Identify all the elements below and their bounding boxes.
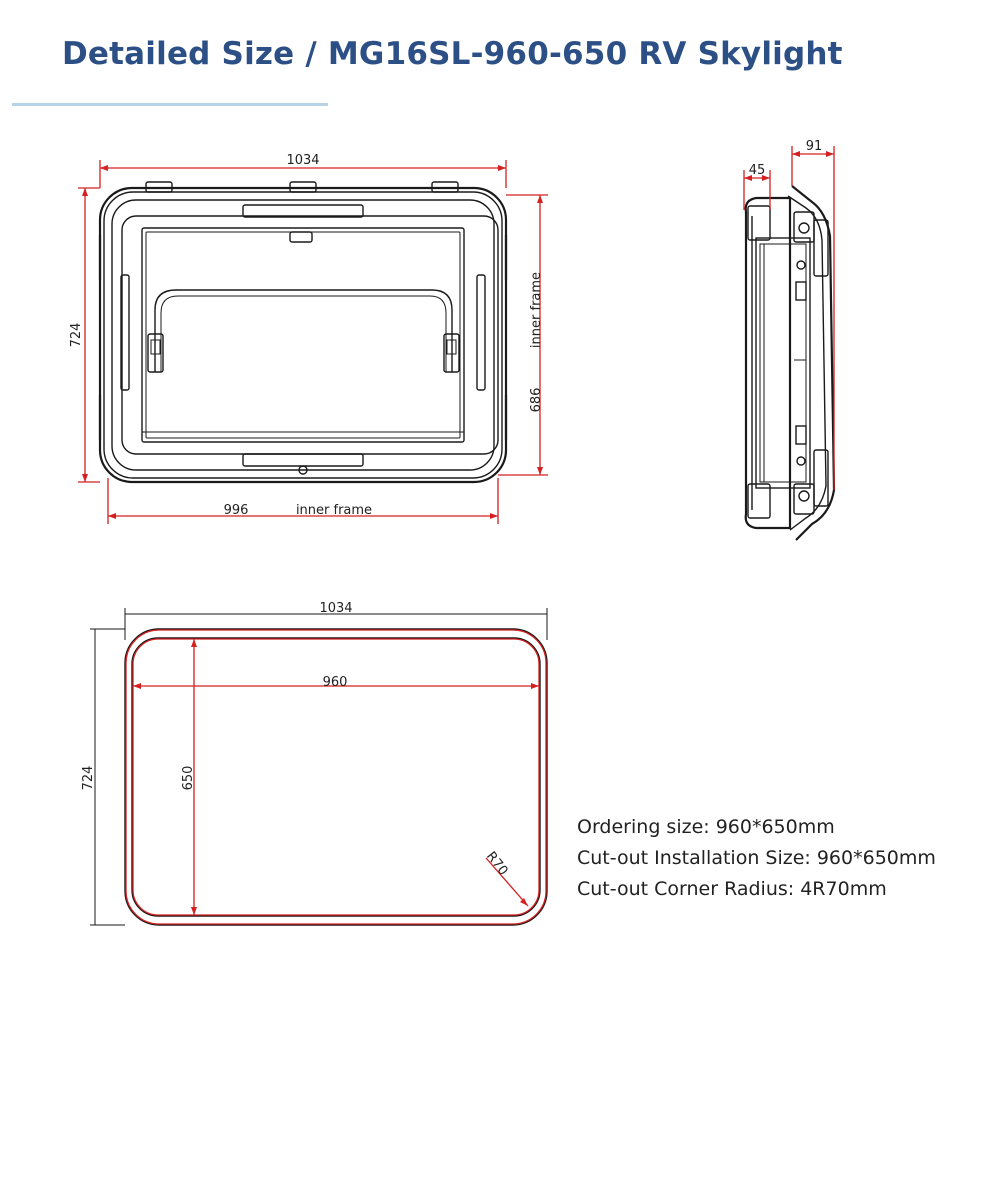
cutout-view-drawing: [124, 628, 548, 926]
title-underline: [12, 103, 328, 106]
cutout-view-dimensions: [90, 608, 548, 926]
inner-width-text: inner frame: [296, 503, 372, 518]
side-view-drawing: [744, 185, 836, 541]
corner-radius-text: Cut-out Corner Radius: 4R70mm: [577, 878, 887, 900]
installation-size-text: Cut-out Installation Size: 960*650mm: [577, 847, 936, 869]
side-view-dimensions: [743, 146, 835, 490]
cut-height-label: 650: [181, 766, 196, 791]
ordering-size-text: Ordering size: 960*650mm: [577, 816, 835, 838]
cutout-width-label: 1034: [319, 601, 352, 616]
cutout-height-label: 724: [81, 766, 96, 791]
cut-width-label: 960: [323, 675, 348, 690]
top-height-label: 724: [69, 323, 84, 348]
top-width-label: 1034: [286, 153, 319, 168]
spec-list: Ordering size: 960*650mm Cut-out Install…: [577, 812, 936, 905]
corner-radius-label: R70: [483, 849, 511, 878]
side-depth-total-label: 91: [806, 139, 823, 154]
inner-width-label: 996: [224, 503, 249, 518]
inner-height-text: inner frame: [529, 272, 544, 348]
top-view-dimensions: [78, 160, 548, 524]
side-depth-flange-label: 45: [749, 163, 766, 178]
top-view-drawing: [98, 181, 508, 484]
page-title: Detailed Size / MG16SL-960-650 RV Skylig…: [62, 36, 843, 72]
inner-height-label: 686: [529, 388, 544, 413]
